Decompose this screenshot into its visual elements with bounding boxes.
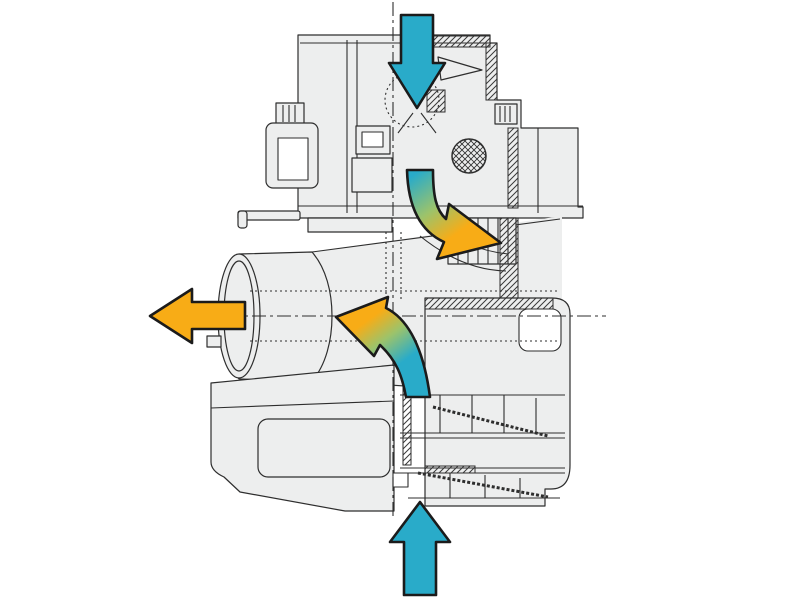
- motor-housing-section: [237, 34, 584, 233]
- flow-arrow-upper-icon: [405, 168, 503, 261]
- fan-housing-top-hatch: [424, 297, 554, 310]
- brush-holder-bore: [277, 137, 309, 181]
- intake-arrow-bottom-icon: [388, 500, 452, 597]
- flow-arrow-lower-icon: [334, 295, 432, 399]
- tube-nub: [206, 335, 222, 348]
- diffuser-vane-lower: [417, 471, 549, 499]
- housing-right-wall-hatch: [485, 42, 498, 101]
- brush-connector: [275, 102, 305, 125]
- terminal-ribs: [494, 103, 518, 125]
- housing-notch: [518, 308, 562, 352]
- housing-top-wall-hatch: [429, 35, 491, 48]
- intake-arrow-top-icon: [387, 13, 447, 110]
- housing-inner-wall-hatch: [507, 127, 519, 209]
- bore-dotted-lines: [250, 290, 558, 342]
- fan-housing-panel: [257, 418, 391, 478]
- airflow-arrows: [148, 13, 503, 597]
- shaft-end: [392, 472, 409, 488]
- motor-foot: [307, 217, 393, 233]
- fan-housing-section: [210, 297, 571, 512]
- exhaust-arrow-left-icon: [148, 287, 247, 345]
- winding-section-upper-icon: [451, 138, 487, 174]
